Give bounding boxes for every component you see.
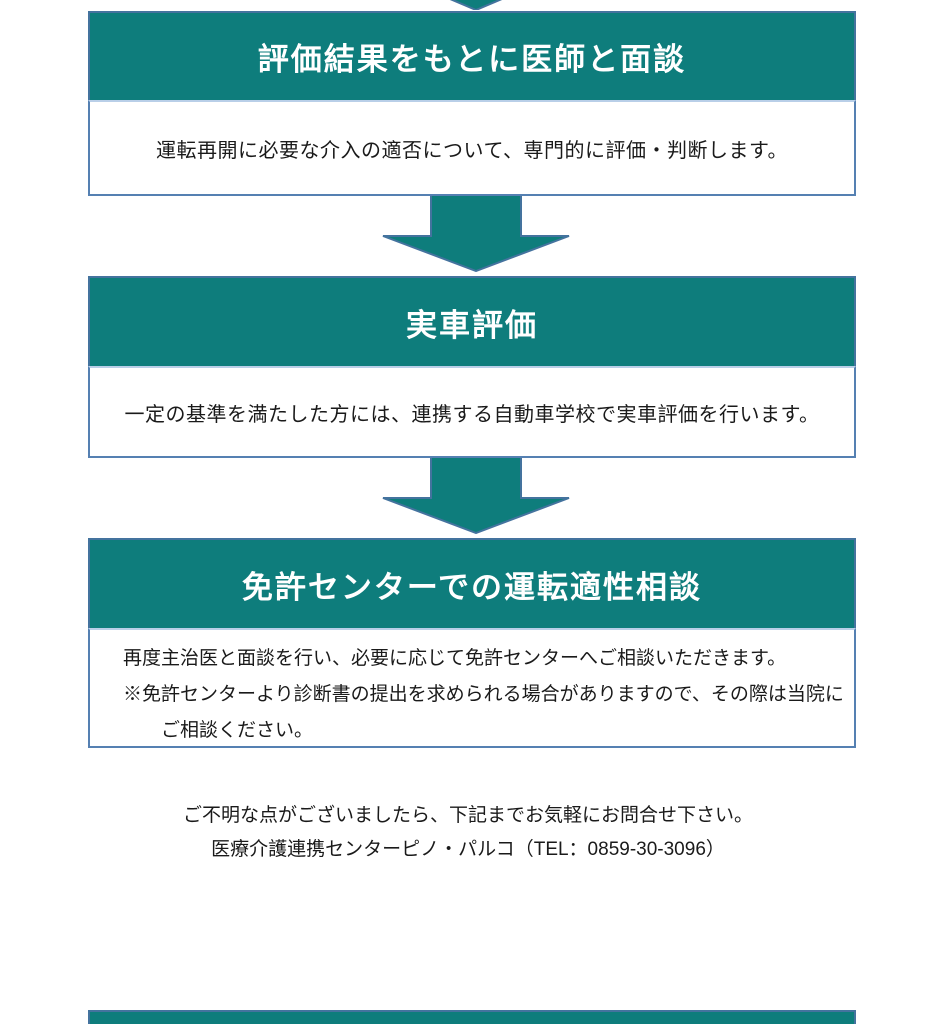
step-2-title: 実車評価 [406, 307, 538, 343]
step-2-body: 一定の基準を満たした方には、連携する自動車学校で実車評価を行います。 [88, 366, 856, 458]
next-section-top-edge [88, 1010, 856, 1024]
step-1-body: 運転再開に必要な介入の適否について、専門的に評価・判断します。 [88, 100, 856, 196]
step-1-body-text: 運転再開に必要な介入の適否について、専門的に評価・判断します。 [156, 139, 788, 162]
inquiry-text: ご不明な点がございましたら、下記までお気軽にお問合せ下さい。 [182, 805, 753, 826]
step-3-body-line-3: ご相談ください。 [161, 720, 314, 741]
down-arrow-icon [382, 196, 570, 272]
step-3-body-line-1: 再度主治医と面談を行い、必要に応じて免許センターへご相談いただきます。 [123, 648, 787, 669]
step-1-title: 評価結果をもとに医師と面談 [257, 42, 687, 77]
step-3-title: 免許センターでの運転適性相談 [241, 569, 703, 605]
step-2-header: 実車評価 [88, 276, 856, 366]
step-3-body-line-2: ※免許センターより診断書の提出を求められる場合がありますので、その際は当院に [123, 684, 844, 705]
down-arrow-icon [382, 458, 570, 534]
contact-text: 医療介護連携センターピノ・パルコ（TEL：0859-30-3096） [211, 839, 725, 860]
footer-note: ご不明な点がございましたら、下記までお気軽にお問合せ下さい。 医療介護連携センタ… [0, 799, 936, 867]
step-3-body: 再度主治医と面談を行い、必要に応じて免許センターへご相談いただきます。 ※免許セ… [88, 628, 856, 748]
step-2-body-text: 一定の基準を満たした方には、連携する自動車学校で実車評価を行います。 [124, 403, 820, 426]
down-arrow-tip-icon [449, 0, 503, 10]
step-3-header: 免許センターでの運転適性相談 [88, 538, 856, 628]
step-1-header: 評価結果をもとに医師と面談 [88, 11, 856, 100]
